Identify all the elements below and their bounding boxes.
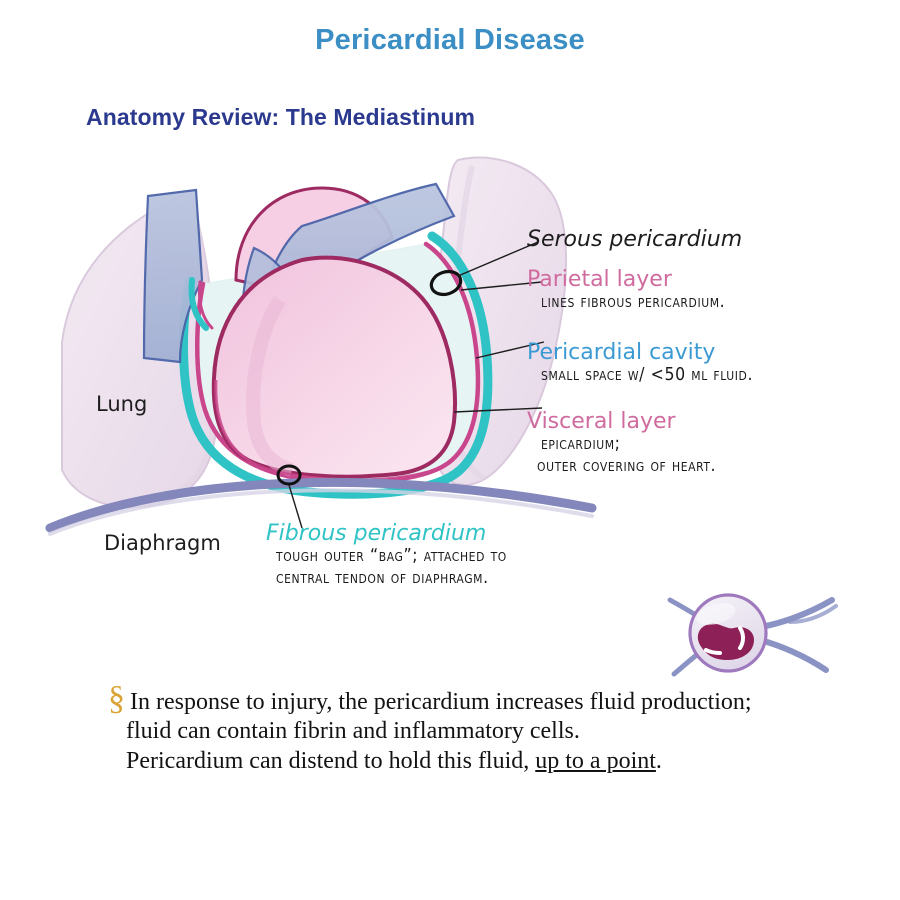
note-marker-icon: § xyxy=(108,680,125,717)
callout-cavity-description: Small space w/ <50 mL fluid. xyxy=(541,365,754,386)
note-line-3-underlined: up to a point xyxy=(535,747,656,774)
note-text: In response to injury, the pericardium i… xyxy=(126,688,888,776)
callout-fibrous-pericardium: Fibrous pericardium Tough outer “bag”; a… xyxy=(266,522,507,588)
callout-parietal-title: Parietal layer xyxy=(527,267,672,292)
note-line-2: fluid can contain fibrin and inflammator… xyxy=(126,718,580,745)
mediastinum-diagram xyxy=(40,130,600,550)
callout-fibrous-title: Fibrous pericardium xyxy=(266,521,487,546)
leader-lines xyxy=(288,241,545,529)
note-line-3-before: Pericardium can distend to hold this flu… xyxy=(126,747,536,774)
callout-fibrous-description-line1: Tough outer “bag”; attached to xyxy=(276,546,507,567)
section-title: Anatomy Review: The Mediastinum xyxy=(86,104,476,130)
callout-parietal-layer: Parietal layer Lines fibrous pericardium… xyxy=(527,268,725,313)
note-line-3: Pericardium can distend to hold this flu… xyxy=(126,747,888,776)
inflammatory-cell-illustration xyxy=(640,582,850,687)
callout-fibrous-description-line2: central tendon of diaphragm. xyxy=(276,567,489,588)
visceral-layer-line xyxy=(214,379,429,482)
marker-parietal xyxy=(429,269,463,297)
note-line-3-after: . xyxy=(655,747,662,774)
callout-serous-title: Serous pericardium xyxy=(527,227,743,252)
summary-note: § In response to injury, the pericardium… xyxy=(108,682,888,776)
callout-visceral-description-line2: outer covering of heart. xyxy=(537,455,717,476)
callout-visceral-layer: Visceral layer Epicardium; outer coverin… xyxy=(527,410,716,476)
label-lung: Lung xyxy=(96,392,148,416)
callout-pericardial-cavity: Pericardial cavity Small space w/ <50 mL… xyxy=(527,341,753,386)
callout-parietal-description: Lines fibrous pericardium. xyxy=(541,292,726,313)
callout-serous-pericardium: Serous pericardium xyxy=(527,228,742,251)
label-diaphragm: Diaphragm xyxy=(104,531,221,555)
note-line-1: In response to injury, the pericardium i… xyxy=(130,689,752,715)
callout-cavity-title: Pericardial cavity xyxy=(527,340,716,365)
callout-visceral-description-line1: Epicardium; xyxy=(541,434,621,455)
page-title: Pericardial Disease xyxy=(315,24,585,56)
callout-visceral-title: Visceral layer xyxy=(527,409,676,434)
marker-fibrous xyxy=(276,464,302,486)
